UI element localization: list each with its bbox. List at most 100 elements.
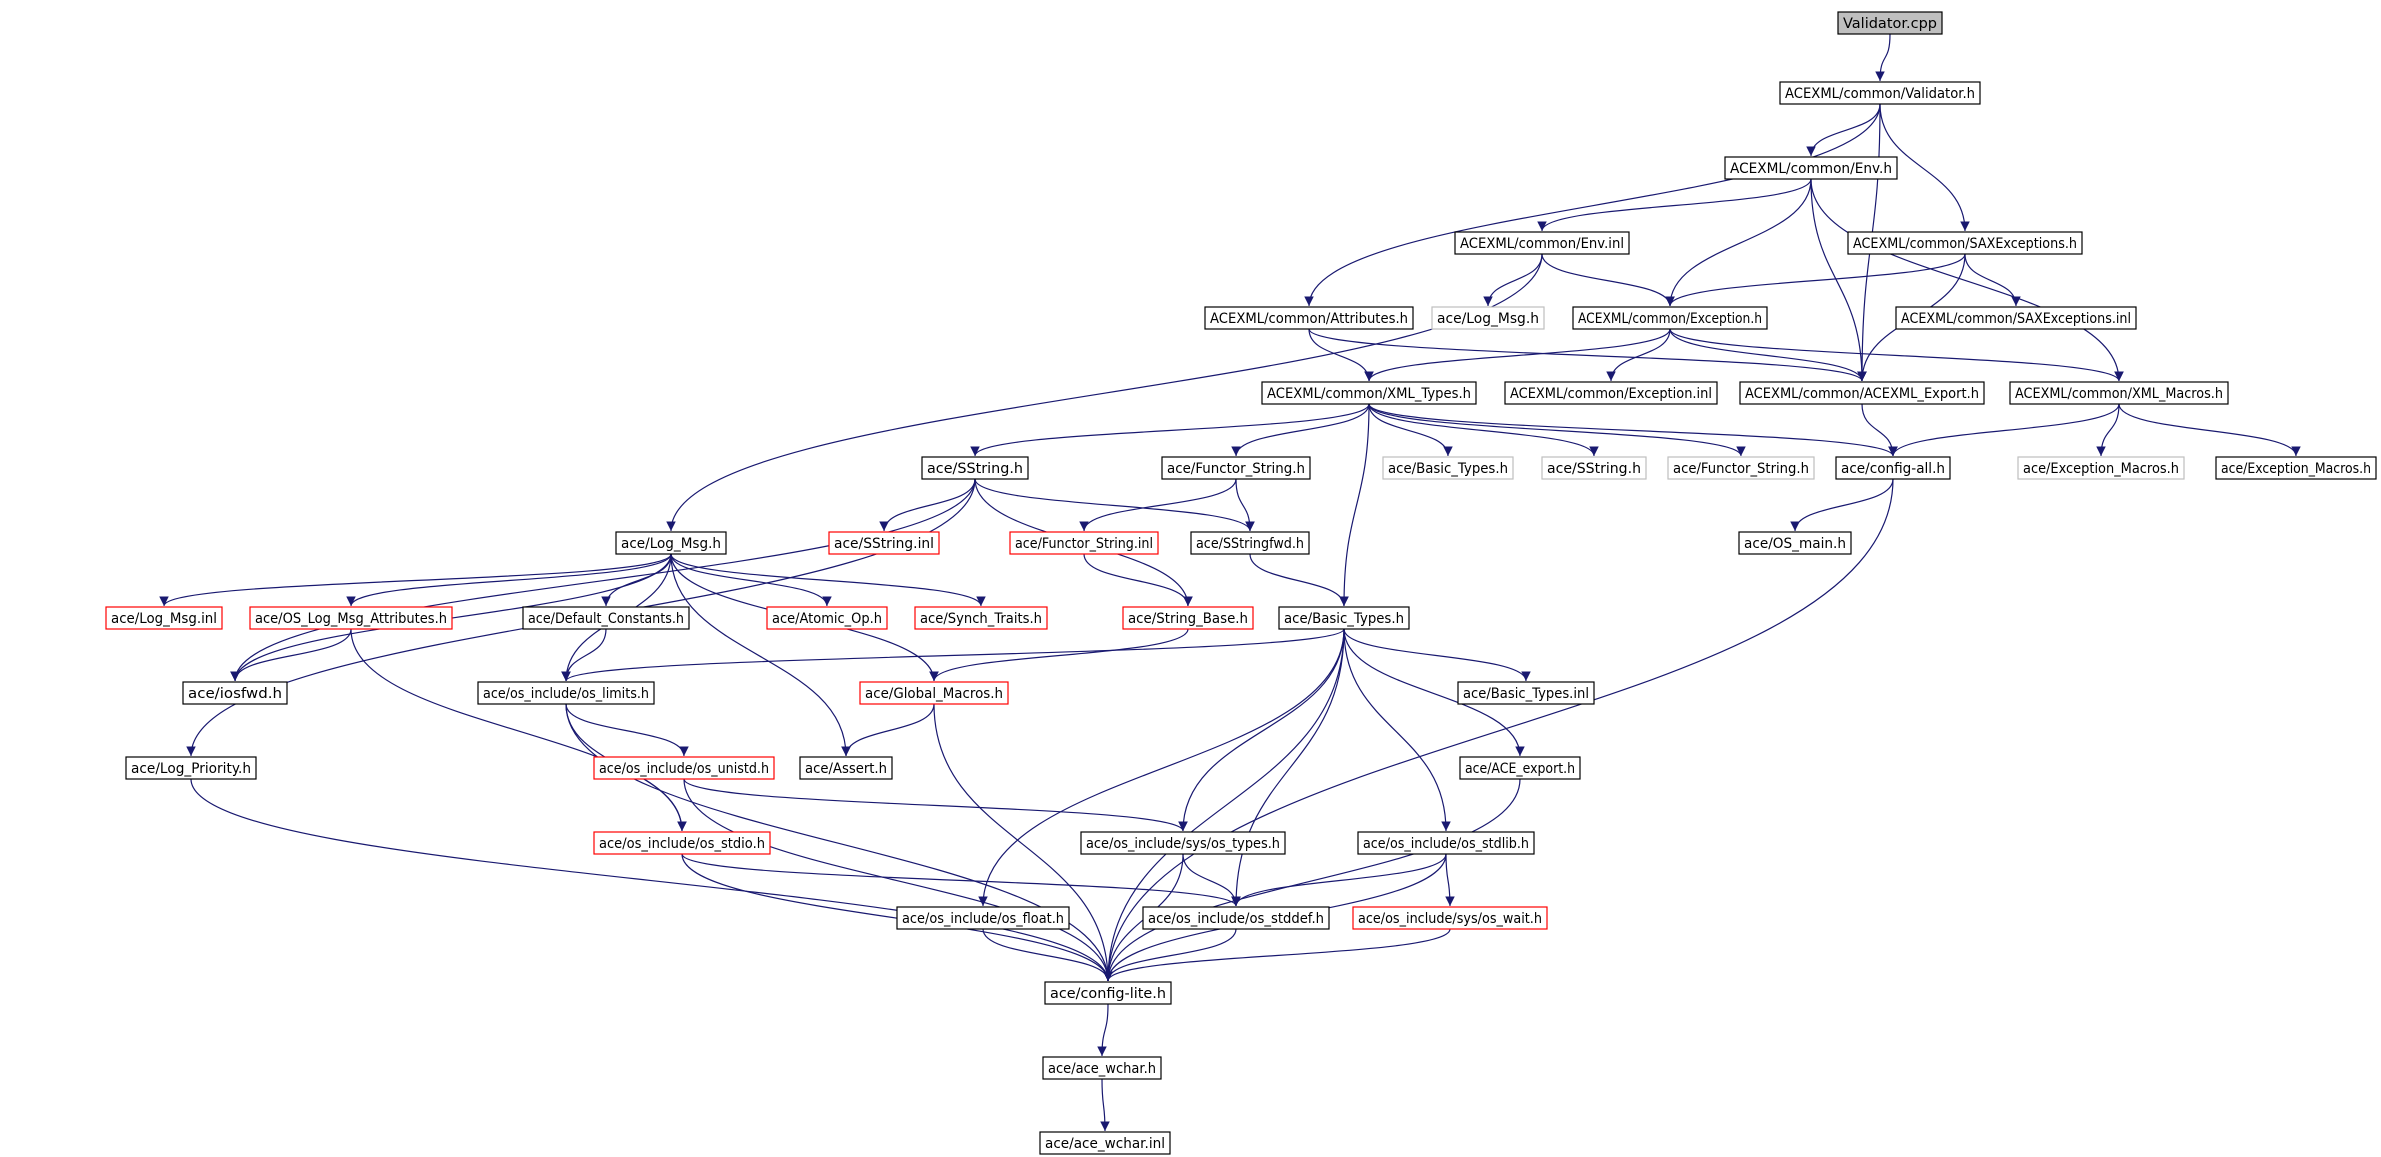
- node-acexml_saxexceptions_h[interactable]: ACEXML/common/SAXExceptions.h: [1847, 231, 2083, 255]
- edge-acexml_xml_types_h-to-ace_functor_string_h: [1231, 403, 1370, 457]
- node-box: [1847, 231, 2083, 255]
- node-ace_exception_macros_h[interactable]: ace/Exception_Macros.h: [2215, 456, 2377, 480]
- node-ace_functor_string_inl[interactable]: ace/Functor_String.inl: [1009, 531, 1159, 555]
- node-ace_os_include_os_float_h[interactable]: ace/os_include/os_float.h: [896, 906, 1070, 930]
- node-ace_global_macros_h[interactable]: ace/Global_Macros.h: [859, 681, 1009, 705]
- node-ace_functor_string_h[interactable]: ace/Functor_String.h: [1161, 456, 1311, 480]
- edge-ace_ace_export_h-to-ace_config_lite_h: [1103, 778, 1521, 982]
- node-label: ace/os_include/sys/os_types.h: [1086, 836, 1280, 852]
- node-ace_functor_string_h_ext[interactable]: ace/Functor_String.h: [1667, 456, 1815, 480]
- edge-acexml_exception_h-to-acexml_xml_types_h: [1364, 328, 1671, 382]
- node-ace_string_base_h[interactable]: ace/String_Base.h: [1122, 606, 1254, 630]
- node-box: [1204, 306, 1414, 330]
- node-ace_ace_wchar_inl[interactable]: ace/ace_wchar.inl: [1039, 1131, 1171, 1155]
- node-ace_exception_macros_h_ext[interactable]: ace/Exception_Macros.h: [2017, 456, 2185, 480]
- node-ace_os_include_os_stddef_h[interactable]: ace/os_include/os_stddef.h: [1142, 906, 1330, 930]
- node-ace_os_include_os_unistd_h[interactable]: ace/os_include/os_unistd.h: [593, 756, 775, 780]
- edge-ace_string_base_h-to-ace_global_macros_h: [929, 628, 1189, 682]
- node-box: [1352, 906, 1548, 930]
- node-ace_ace_wchar_h[interactable]: ace/ace_wchar.h: [1042, 1056, 1162, 1080]
- node-ace_atomic_op_h[interactable]: ace/Atomic_Op.h: [766, 606, 888, 630]
- node-acexml_xml_macros_h[interactable]: ACEXML/common/XML_Macros.h: [2009, 381, 2229, 405]
- node-box: [125, 756, 257, 780]
- node-box: [1739, 381, 1985, 405]
- node-label: ace/ace_wchar.h: [1048, 1061, 1156, 1077]
- node-box: [1541, 456, 1647, 480]
- edge-ace_os_include_os_unistd_h-to-ace_os_include_sys_os_types_h: [683, 778, 1188, 832]
- edge-acexml_xml_types_h-to-ace_sstring_h: [970, 403, 1370, 457]
- edge-acexml_validator_h-to-acexml_attributes_h: [1304, 103, 1881, 307]
- node-ace_basic_types_h_ext[interactable]: ace/Basic_Types.h: [1382, 456, 1514, 480]
- edge-acexml_xml_macros_h-to-ace_exception_macros_h: [2118, 403, 2301, 457]
- node-ace_config_lite_h[interactable]: ace/config-lite.h: [1044, 981, 1172, 1005]
- node-label: ace/Log_Priority.h: [131, 761, 251, 777]
- node-acexml_attributes_h[interactable]: ACEXML/common/Attributes.h: [1204, 306, 1414, 330]
- edge-ace_log_msg_h-to-ace_atomic_op_h: [670, 553, 832, 607]
- node-box: [593, 756, 775, 780]
- node-ace_os_include_os_limits_h[interactable]: ace/os_include/os_limits.h: [477, 681, 655, 705]
- node-ace_log_msg_inl[interactable]: ace/Log_Msg.inl: [105, 606, 223, 630]
- edge-ace_basic_types_h-to-ace_basic_types_inl: [1343, 628, 1531, 682]
- node-ace_sstring_h_ext[interactable]: ace/SString.h: [1541, 456, 1647, 480]
- node-box: [1161, 456, 1311, 480]
- node-label: ACEXML/common/SAXExceptions.inl: [1901, 311, 2131, 327]
- node-box: [1504, 381, 1718, 405]
- node-acexml_env_h[interactable]: ACEXML/common/Env.h: [1724, 156, 1898, 180]
- node-acexml_env_inl[interactable]: ACEXML/common/Env.inl: [1454, 231, 1630, 255]
- node-label: ace/iosfwd.h: [188, 686, 282, 702]
- node-ace_log_priority_h[interactable]: ace/Log_Priority.h: [125, 756, 257, 780]
- node-acexml_saxexceptions_inl[interactable]: ACEXML/common/SAXExceptions.inl: [1895, 306, 2137, 330]
- node-label: ace/Atomic_Op.h: [772, 611, 882, 627]
- node-validator_cpp[interactable]: Validator.cpp: [1837, 11, 1943, 35]
- node-label: ace/ACE_export.h: [1465, 761, 1575, 777]
- node-ace_os_log_msg_attributes_h[interactable]: ace/OS_Log_Msg_Attributes.h: [249, 606, 453, 630]
- node-label: ACEXML/common/Attributes.h: [1210, 311, 1408, 327]
- node-ace_os_include_sys_os_types_h[interactable]: ace/os_include/sys/os_types.h: [1080, 831, 1286, 855]
- node-box: [1837, 11, 1943, 35]
- node-label: ACEXML/common/XML_Macros.h: [2015, 386, 2223, 402]
- node-ace_ace_export_h[interactable]: ace/ACE_export.h: [1459, 756, 1581, 780]
- node-acexml_acexml_export_h[interactable]: ACEXML/common/ACEXML_Export.h: [1739, 381, 1985, 405]
- node-label: ace/Log_Msg.inl: [111, 611, 217, 627]
- node-ace_os_main_h[interactable]: ace/OS_main.h: [1738, 531, 1852, 555]
- node-box: [1122, 606, 1254, 630]
- edge-ace_sstringfwd_h-to-ace_basic_types_h: [1249, 553, 1349, 607]
- node-ace_basic_types_h[interactable]: ace/Basic_Types.h: [1278, 606, 1410, 630]
- node-ace_assert_h[interactable]: ace/Assert.h: [799, 756, 893, 780]
- node-box: [1724, 156, 1898, 180]
- node-box: [1009, 531, 1159, 555]
- node-box: [1044, 981, 1172, 1005]
- node-label: ace/Log_Msg.h: [1437, 311, 1539, 327]
- node-acexml_validator_h[interactable]: ACEXML/common/Validator.h: [1779, 81, 1981, 105]
- node-ace_iosfwd_h[interactable]: ace/iosfwd.h: [182, 681, 288, 705]
- node-label: ace/SString.inl: [834, 536, 934, 552]
- node-acexml_exception_h[interactable]: ACEXML/common/Exception.h: [1572, 306, 1768, 330]
- node-ace_synch_traits_h[interactable]: ace/Synch_Traits.h: [914, 606, 1048, 630]
- node-box: [249, 606, 453, 630]
- node-ace_os_include_os_stdlib_h[interactable]: ace/os_include/os_stdlib.h: [1357, 831, 1535, 855]
- edge-ace_log_msg_h-to-ace_iosfwd_h: [230, 553, 672, 682]
- node-box: [1142, 906, 1330, 930]
- node-label: ace/OS_Log_Msg_Attributes.h: [255, 611, 447, 627]
- node-ace_os_include_os_stdio_h[interactable]: ace/os_include/os_stdio.h: [593, 831, 771, 855]
- edge-acexml_env_inl-to-ace_log_msg_h_ext: [1483, 253, 1543, 307]
- node-ace_config_all_h[interactable]: ace/config-all.h: [1835, 456, 1951, 480]
- node-label: ace/os_include/os_stddef.h: [1148, 911, 1324, 927]
- node-ace_log_msg_h[interactable]: ace/Log_Msg.h: [615, 531, 727, 555]
- node-acexml_xml_types_h[interactable]: ACEXML/common/XML_Types.h: [1261, 381, 1477, 405]
- edge-acexml_env_h-to-acexml_exception_h: [1665, 178, 1812, 307]
- node-box: [1459, 756, 1581, 780]
- node-box: [1431, 306, 1545, 330]
- node-label: ace/Log_Msg.h: [621, 536, 721, 552]
- node-ace_basic_types_inl[interactable]: ace/Basic_Types.inl: [1457, 681, 1595, 705]
- node-box: [2215, 456, 2377, 480]
- node-ace_log_msg_h_ext[interactable]: ace/Log_Msg.h: [1431, 306, 1545, 330]
- node-ace_sstringfwd_h[interactable]: ace/SStringfwd.h: [1190, 531, 1310, 555]
- node-ace_sstring_h[interactable]: ace/SString.h: [921, 456, 1029, 480]
- node-acexml_exception_inl[interactable]: ACEXML/common/Exception.inl: [1504, 381, 1718, 405]
- node-ace_sstring_inl[interactable]: ace/SString.inl: [828, 531, 940, 555]
- edge-ace_sstring_h-to-ace_sstring_inl: [879, 478, 976, 532]
- node-box: [1457, 681, 1595, 705]
- node-ace_default_constants_h[interactable]: ace/Default_Constants.h: [522, 606, 690, 630]
- node-ace_os_include_sys_os_wait_h[interactable]: ace/os_include/sys/os_wait.h: [1352, 906, 1548, 930]
